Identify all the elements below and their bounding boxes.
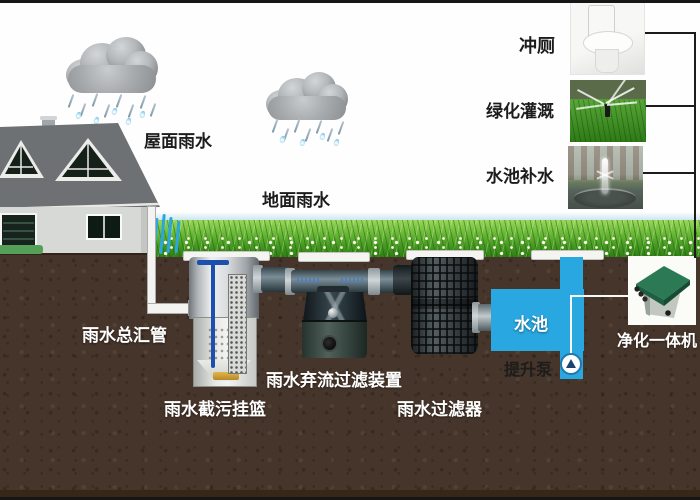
house [0,116,160,254]
rain-streak [326,128,334,142]
label-ground-rain: 地面雨水 [262,191,330,211]
frame-bar-top [0,0,700,3]
pool-tank [491,289,584,351]
photo-toilet [570,0,645,75]
label-roof-rain: 屋面雨水 [144,132,212,152]
lift-pump-icon [560,353,582,375]
purifier-port [665,310,671,316]
rain-streak [67,94,75,108]
rain-drop [319,132,326,141]
pump-outlet-line-h [570,295,629,297]
pump-triangle [566,359,576,368]
rain-cloud-right [266,72,348,122]
pipe-marking [297,278,321,283]
purifier-unit [628,256,696,325]
frame-bar-bottom [0,497,700,500]
connector-line-toilet [645,32,696,34]
rain-drop [299,138,306,147]
connector-line-pool-refill [643,172,696,174]
label-purifier: 净化一体机 [617,331,698,350]
rain-drop [333,138,340,147]
downspout-pipe [147,206,156,308]
label-use-irrigation: 绿化灌溉 [486,102,554,122]
photo-irrigation [570,80,646,142]
soil-dark-band [0,490,700,497]
basket-sediment [213,372,239,380]
pipe-coupler [285,268,295,295]
pipe-coupler [253,265,263,293]
rain-drop [279,135,286,144]
purifier-knob [642,296,648,302]
connector-line-vertical [694,32,696,258]
label-use-toilet: 冲厕 [519,36,555,57]
purifier-lid-top [636,266,690,300]
pipe-coupler [368,268,380,295]
connector-line-irrigation [646,105,696,107]
rain-streak [91,93,99,107]
pipe-marking [341,278,365,283]
cloud-base [268,96,346,120]
basket-handle-rod [211,262,215,368]
label-trash-basket: 雨水截污挂篮 [164,400,266,420]
label-pool: 水池 [514,315,548,335]
purifier-knob [634,286,640,292]
access-lid-first-flush [298,252,370,262]
first-flush-drain-port [321,335,338,352]
chimney [42,119,55,128]
label-lift-pump: 提升泵 [504,360,553,379]
cloud-base [68,65,156,93]
rain-filter-band [411,299,478,309]
house-wall-side [141,207,152,253]
rain-streaks-right [271,118,350,150]
filter-inlet-cap [393,265,413,295]
label-first-flush-filter: 雨水弃流过滤装置 [266,371,402,391]
sprinkler-head [605,104,610,117]
hedge [0,245,43,254]
label-use-pool-refill: 水池补水 [486,167,554,187]
toilet-base [595,49,619,73]
purifier-lid-edge-left [636,284,664,306]
rain-streak [293,119,301,133]
rain-streak [337,121,345,135]
rain-streak [139,95,147,109]
label-main-pipe: 雨水总汇管 [82,326,167,346]
basket-tank-body [189,257,259,319]
rain-streak [115,94,123,108]
photo-fountain [568,146,643,209]
basket-mesh-screen [228,274,247,374]
rain-streak [304,128,312,142]
chimney-cap [40,116,57,120]
rain-filter-body [411,257,478,354]
filter-outlet-pipe [478,304,495,331]
purifier-lid-edge-right [664,280,690,306]
purifier-knob [638,291,644,297]
basket-handle-bar [197,260,229,265]
rain-streak [271,119,279,133]
wall-window-left [0,213,37,251]
first-flush-float-ball [328,308,338,318]
rain-cloud-left [64,37,160,95]
pipe-coupler [472,302,480,333]
label-rain-filter: 雨水过滤器 [397,400,482,420]
pump-outlet-line-v [570,296,572,354]
